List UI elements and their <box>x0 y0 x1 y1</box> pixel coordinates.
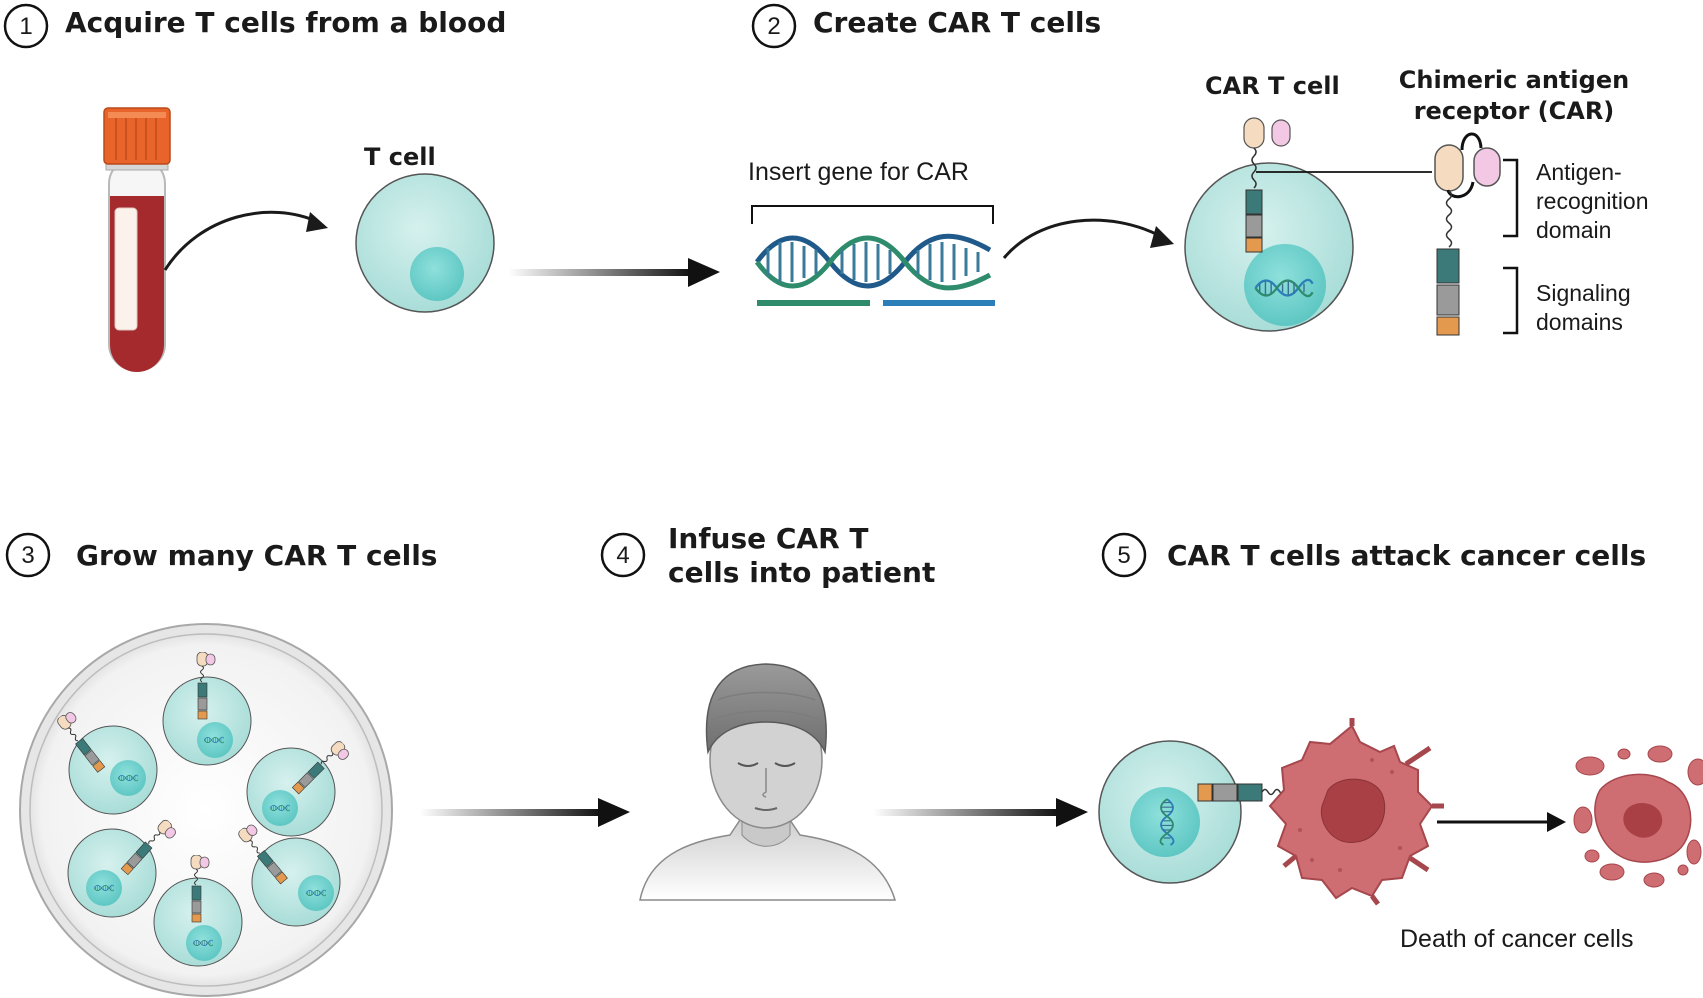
t-cell <box>355 173 495 313</box>
dish-cell <box>236 821 341 927</box>
step-4-number: 4 <box>616 542 629 569</box>
blood-tube <box>103 107 171 372</box>
mouth <box>754 807 778 811</box>
signaling-domain-gray <box>1436 284 1460 316</box>
dish-cell <box>67 817 180 918</box>
step-5-badge <box>1101 532 1147 578</box>
curved-arrow-1 <box>163 210 319 271</box>
dna-helix <box>754 233 992 291</box>
signaling-domain-teal <box>1436 248 1460 284</box>
step-3-number: 3 <box>21 542 34 569</box>
step-5-header: 5 CAR T cells attack cancer cells <box>1101 532 1646 578</box>
gene-segment-blue <box>883 300 995 306</box>
dish-cell <box>153 855 243 967</box>
car-t-cell-nucleus <box>1244 244 1326 326</box>
dish-cell <box>246 738 353 837</box>
signaling-domain-orange <box>1436 316 1460 336</box>
attacking-car-t-cell <box>1098 740 1348 884</box>
death-label: Death of cancer cells <box>1400 925 1633 953</box>
arrow-3-shaft <box>420 809 600 816</box>
arrow-4-shaft <box>873 809 1058 816</box>
step-3-header: 3 Grow many CAR T cells <box>5 532 437 578</box>
step-2-number: 2 <box>767 13 780 40</box>
closed-eye-left <box>737 762 759 767</box>
car-receptor-detail <box>1434 132 1501 336</box>
step-4-title-line1: Infuse CAR T <box>668 522 869 555</box>
car-t-cell <box>1184 117 1354 332</box>
arrow-4-head <box>1056 798 1088 827</box>
dish-cell <box>55 708 158 815</box>
car-t-cell-label: CAR T cell <box>1205 72 1340 100</box>
step-5-title: CAR T cells attack cancer cells <box>1167 539 1646 572</box>
arrow-1-head <box>688 258 720 287</box>
insert-gene-label: Insert gene for CAR <box>748 158 969 186</box>
arrow-3-head <box>598 798 630 827</box>
car-title-line1: Chimeric antigen <box>1399 66 1629 94</box>
dish-cell <box>162 652 252 766</box>
step-1-number: 1 <box>19 13 32 40</box>
t-cell-nucleus <box>410 247 464 301</box>
curved-arrow-2-head <box>1150 226 1174 248</box>
step-4-title-line2: cells into patient <box>668 556 935 589</box>
step-3-badge <box>5 532 51 578</box>
step-2-badge <box>751 3 797 49</box>
dying-cancer-cell-fragments <box>1573 745 1703 888</box>
step-2-header: 2 Create CAR T cells <box>751 3 1101 49</box>
gene-bracket <box>751 205 994 224</box>
curved-arrow-1-head <box>306 212 328 232</box>
step-4-badge <box>600 532 646 578</box>
antigen-label-line3: domain <box>1536 217 1611 243</box>
step-4-header: 4 Infuse CAR T cells into patient <box>600 522 935 589</box>
curved-arrow-2 <box>1002 218 1161 259</box>
step-2-title: Create CAR T cells <box>813 6 1101 39</box>
step-3-title: Grow many CAR T cells <box>76 539 437 572</box>
step-5-number: 5 <box>1117 542 1130 569</box>
step-1-title: Acquire T cells from a blood <box>65 6 506 39</box>
gene-segment-green <box>757 300 870 306</box>
cancer-cell <box>1268 718 1444 906</box>
step-1-badge <box>3 3 49 49</box>
antigen-bracket <box>1503 158 1519 238</box>
signaling-label-line2: domains <box>1536 309 1623 335</box>
car-title-line2: receptor (CAR) <box>1414 97 1615 125</box>
antigen-label-line2: recognition <box>1536 188 1649 214</box>
step-1-header: 1 Acquire T cells from a blood <box>3 3 506 49</box>
signaling-bracket <box>1503 266 1519 335</box>
signaling-label-line1: Signaling <box>1536 280 1631 306</box>
arrow-5-head <box>1547 812 1566 832</box>
dish-car-t-cells <box>55 652 353 967</box>
antigen-label-line1: Antigen- <box>1536 159 1622 185</box>
closed-eye-right <box>774 762 796 767</box>
patient-figure <box>639 663 897 901</box>
t-cell-label: T cell <box>364 143 436 171</box>
arrow-1-shaft <box>508 269 691 276</box>
